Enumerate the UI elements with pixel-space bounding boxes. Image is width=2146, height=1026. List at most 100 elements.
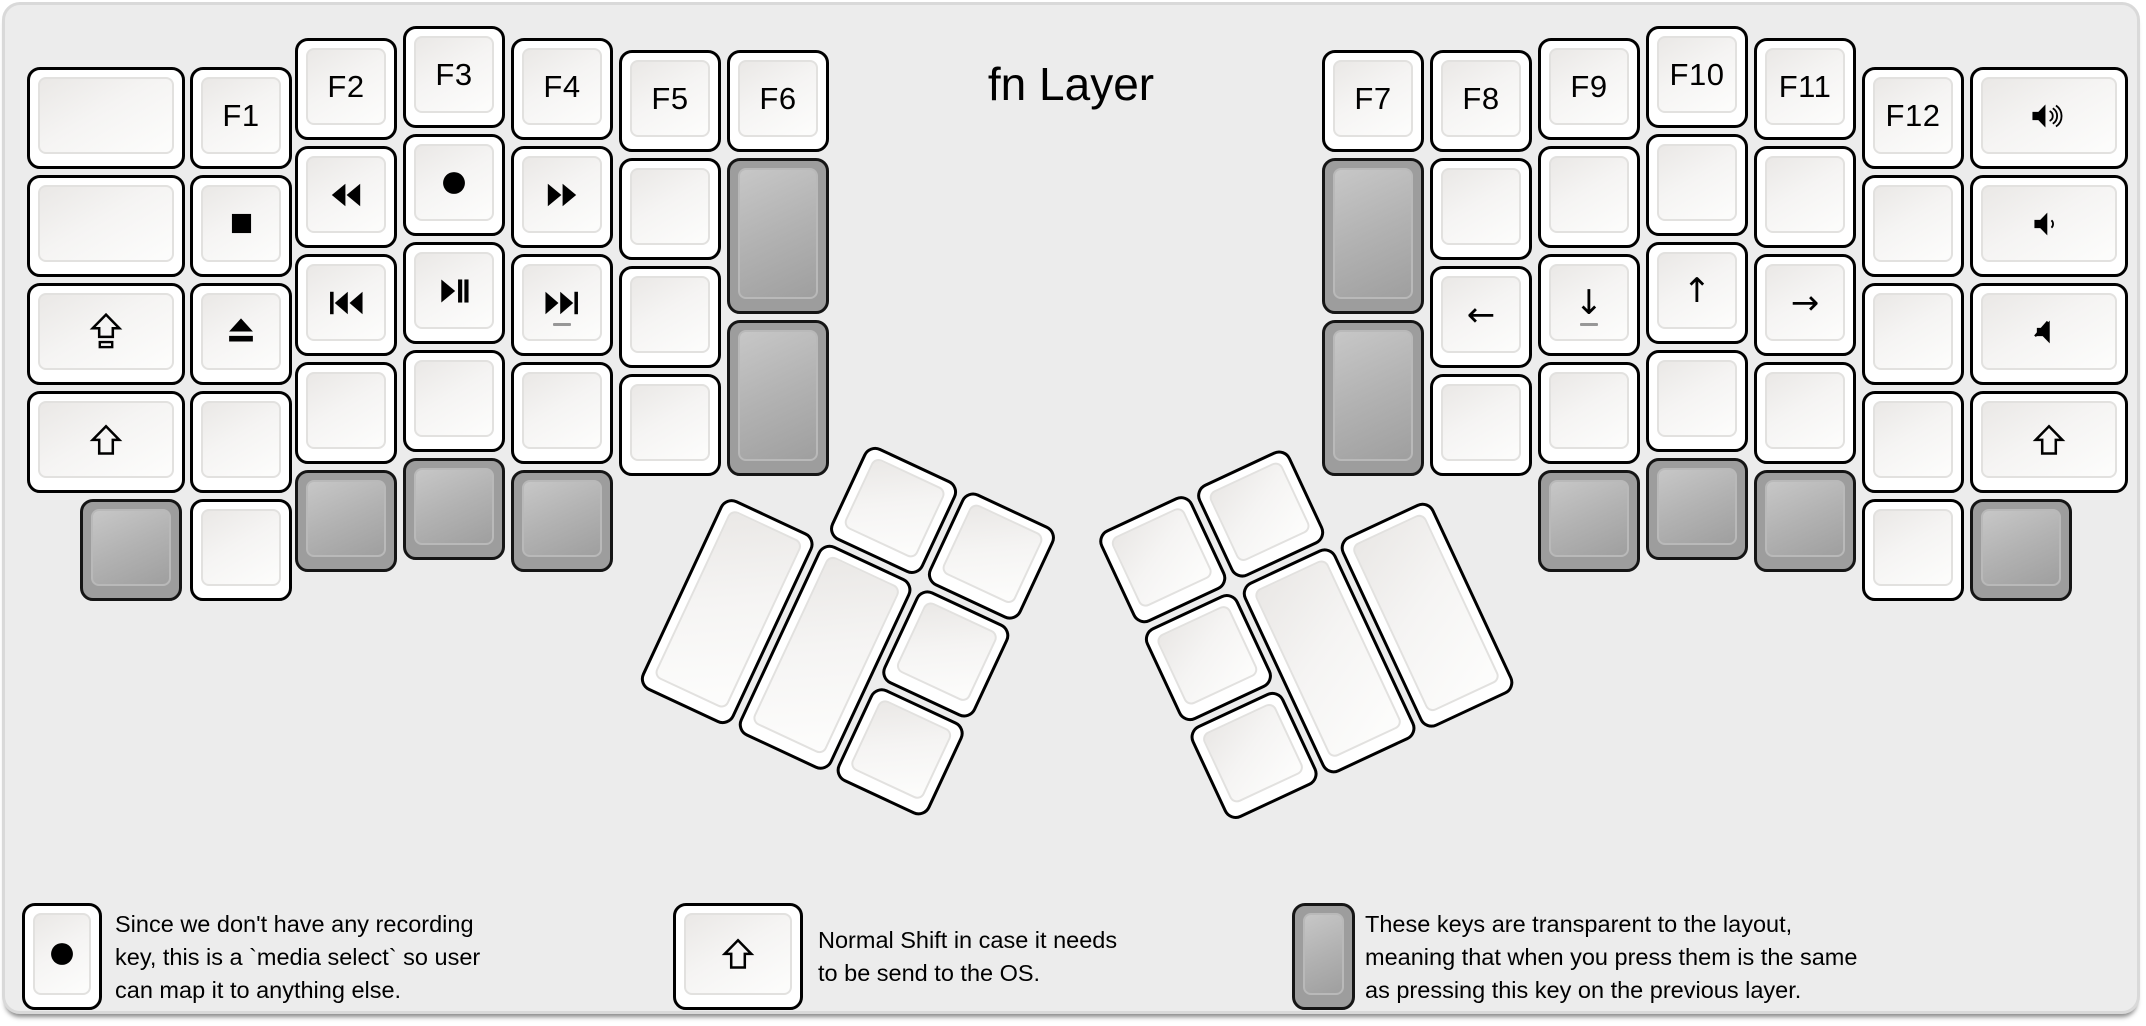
volume-up-icon xyxy=(2030,101,2068,131)
eject-icon xyxy=(226,315,256,348)
keycap-surface xyxy=(1549,372,1629,449)
key-arrow-up: ↑ xyxy=(1646,242,1748,344)
key-transparent xyxy=(1646,458,1748,560)
keycap-surface: F11 xyxy=(1765,48,1845,125)
key-label: F2 xyxy=(327,68,365,104)
keycap-surface xyxy=(522,372,602,449)
keycap-surface xyxy=(38,293,174,370)
keycap-surface xyxy=(630,168,710,245)
keycap-surface xyxy=(738,330,818,461)
key-transparent xyxy=(727,320,829,476)
key-blank xyxy=(1430,158,1532,260)
keycap-surface xyxy=(522,264,602,341)
keycap-surface xyxy=(38,401,174,478)
key-arrow-left: ← xyxy=(1430,266,1532,368)
keycap-surface xyxy=(306,156,386,233)
key-f9: F9 xyxy=(1538,38,1640,140)
keycap-surface: ↓ xyxy=(1549,264,1629,341)
key-play-pause xyxy=(403,242,505,344)
legend-record-text: Since we don't have any recording key, th… xyxy=(115,908,480,1007)
key-stop xyxy=(190,175,292,277)
keycap-surface xyxy=(1873,509,1953,586)
key-blank xyxy=(1538,362,1640,464)
keycap-surface: F12 xyxy=(1873,77,1953,154)
keycap-surface xyxy=(1981,401,2117,478)
keycap-surface xyxy=(414,252,494,329)
key-blank xyxy=(619,158,721,260)
key-transparent xyxy=(403,458,505,560)
key-label: F3 xyxy=(435,56,473,92)
key-blank xyxy=(295,362,397,464)
keycap-surface xyxy=(38,77,174,154)
keycap-surface xyxy=(684,913,792,995)
legend-text-line: Normal Shift in case it needs xyxy=(818,927,1118,953)
stop-icon xyxy=(228,210,255,237)
legend-transparent-text: These keys are transparent to the layout… xyxy=(1365,908,1857,1007)
keycap-surface: ← xyxy=(1441,276,1521,353)
keycap-surface xyxy=(1873,293,1953,370)
shift-icon xyxy=(2031,423,2067,457)
key-eject xyxy=(190,283,292,385)
homing-bar xyxy=(553,323,571,326)
key-label: → xyxy=(1790,282,1820,323)
key-blank xyxy=(1862,499,1964,601)
key-f2: F2 xyxy=(295,38,397,140)
key-blank xyxy=(511,362,613,464)
key-transparent xyxy=(511,470,613,572)
key-record xyxy=(403,134,505,236)
keycap-surface: F10 xyxy=(1657,36,1737,113)
keycap-surface xyxy=(91,509,171,586)
key-caps-lock xyxy=(27,283,185,385)
keycap-surface xyxy=(1303,913,1344,995)
key-blank xyxy=(619,374,721,476)
key-label: F4 xyxy=(543,68,581,104)
prev-track-icon xyxy=(328,290,364,316)
key-label: F11 xyxy=(1778,68,1832,104)
key-label: F9 xyxy=(1570,68,1608,104)
keycap-surface: F7 xyxy=(1333,60,1413,137)
keycap-surface xyxy=(1333,330,1413,461)
legend-text-line: key, this is a `media select` so user xyxy=(115,944,481,970)
record-icon xyxy=(46,938,78,970)
shift-icon xyxy=(720,937,756,971)
keycap-surface xyxy=(1549,156,1629,233)
key-f10: F10 xyxy=(1646,26,1748,128)
record-icon xyxy=(438,167,470,199)
shift-icon xyxy=(88,423,124,457)
key-transparent xyxy=(295,470,397,572)
keycap-surface xyxy=(1873,401,1953,478)
keycap-surface xyxy=(306,264,386,341)
keycap-surface xyxy=(414,144,494,221)
keycap-surface xyxy=(1154,603,1260,708)
key-label: F10 xyxy=(1669,56,1725,92)
keycap-surface: F1 xyxy=(201,77,281,154)
key-mute xyxy=(1970,283,2128,385)
keycap-surface xyxy=(738,168,818,299)
mute-icon xyxy=(2032,317,2066,347)
key-f4: F4 xyxy=(511,38,613,140)
page-title: fn Layer xyxy=(987,58,1155,110)
legend-text-line: as pressing this key on the previous lay… xyxy=(1365,977,1802,1003)
key-transparent xyxy=(80,499,182,601)
keycap-surface: F6 xyxy=(738,60,818,137)
key-label: F8 xyxy=(1462,80,1500,116)
key-transparent xyxy=(1754,470,1856,572)
key-blank xyxy=(1862,283,1964,385)
keycap-surface xyxy=(1657,144,1737,221)
keycap-surface xyxy=(1441,168,1521,245)
keycap-surface xyxy=(939,501,1046,606)
legend-text-line: Since we don't have any recording xyxy=(115,911,474,937)
key-blank xyxy=(190,499,292,601)
key-blank xyxy=(1862,175,1964,277)
key-blank xyxy=(403,350,505,452)
key-label: ↓ xyxy=(1574,282,1604,323)
keycap-surface xyxy=(630,276,710,353)
key-transparent xyxy=(1322,158,1424,314)
keycap-surface xyxy=(201,185,281,262)
keycap-surface: F8 xyxy=(1441,60,1521,137)
keycap-surface: ↑ xyxy=(1657,252,1737,329)
key-rewind xyxy=(295,146,397,248)
key-shift-right xyxy=(1970,391,2128,493)
key-transparent xyxy=(1970,499,2072,601)
